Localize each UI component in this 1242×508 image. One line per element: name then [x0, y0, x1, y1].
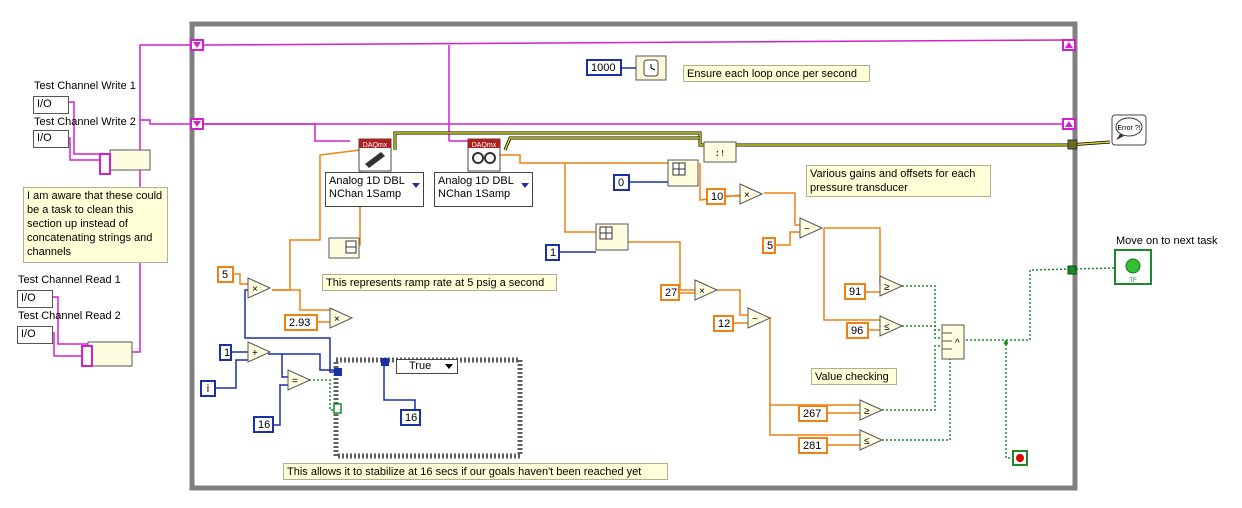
daqmx-write-mode-selector[interactable]: Analog 1D DBL NChan 1Samp — [325, 172, 424, 207]
comment-stabilize: This allows it to stabilize at 16 secs i… — [283, 463, 668, 480]
increment-constant[interactable]: 1 — [219, 344, 232, 361]
merge-errors-node[interactable]: :! — [703, 141, 737, 163]
daqmx-read-mode-selector[interactable]: Analog 1D DBL NChan 1Samp — [434, 172, 533, 207]
offset-0-constant[interactable]: 5 — [762, 237, 776, 254]
io-glyph-icon: I/O — [37, 132, 52, 144]
index-array-0[interactable] — [667, 159, 699, 187]
limit-hi-0-constant[interactable]: 91 — [844, 283, 866, 300]
arithmetic-functions[interactable] — [247, 183, 904, 451]
compound-and-node[interactable]: ^ — [941, 324, 965, 360]
limit-lo-1-constant[interactable]: 281 — [798, 437, 828, 454]
svg-text:TF: TF — [1129, 278, 1137, 284]
svg-text:×: × — [699, 286, 705, 297]
daqmx-read-icon[interactable] — [467, 138, 501, 172]
comment-ramp: This represents ramp rate at 5 psig a se… — [322, 274, 557, 291]
concat-strings-write[interactable] — [109, 149, 151, 171]
stop-terminal[interactable] — [1012, 450, 1028, 466]
while-loop-frame[interactable] — [189, 21, 1078, 491]
loop-iteration-terminal[interactable]: i — [200, 380, 216, 397]
ramp-mult-constant[interactable]: 2.93 — [284, 314, 318, 331]
svg-text:≤: ≤ — [884, 322, 890, 333]
svg-text:≥: ≥ — [864, 406, 870, 417]
wire-junction — [1004, 341, 1008, 345]
chevron-down-icon — [521, 183, 529, 188]
read1-channel-control[interactable]: I/O — [17, 290, 53, 308]
limit-lo-0-constant[interactable]: 96 — [846, 322, 869, 339]
limit-hi-1-constant[interactable]: 267 — [798, 405, 828, 422]
svg-text:×: × — [744, 190, 750, 201]
arithmetic-symbols: × × + = × − × − ≥ ≤ ≥ ≤ — [252, 190, 890, 447]
io-glyph-icon: I/O — [21, 292, 36, 304]
daqmx-write-banner: DAQmx — [363, 142, 388, 149]
write2-channel-control[interactable]: I/O — [33, 130, 69, 148]
label-move-on: Move on to next task — [1116, 235, 1218, 247]
svg-text:×: × — [252, 284, 258, 295]
ramp-input-constant[interactable]: 5 — [217, 266, 234, 283]
write1-channel-control[interactable]: I/O — [33, 96, 69, 114]
gain-1-constant[interactable]: 27 — [660, 284, 680, 301]
svg-text:≥: ≥ — [884, 282, 890, 293]
case-constant[interactable]: 16 — [400, 409, 421, 426]
daqmx-read-banner: DAQmx — [472, 142, 497, 149]
chevron-down-icon — [445, 364, 453, 369]
index-array-1[interactable] — [595, 223, 629, 251]
svg-text:−: − — [752, 314, 758, 325]
svg-text:=: = — [292, 376, 298, 387]
label-write1: Test Channel Write 1 — [34, 80, 136, 92]
build-array-node[interactable] — [328, 237, 360, 259]
read2-channel-control[interactable]: I/O — [17, 326, 53, 344]
comment-loop-rate: Ensure each loop once per second — [683, 65, 870, 82]
wait-ms-function[interactable] — [635, 55, 667, 81]
chevron-down-icon — [412, 183, 420, 188]
concat-strings-read[interactable] — [87, 341, 133, 367]
comment-aware: I am aware that these could be a task to… — [23, 187, 168, 263]
shift-registers[interactable] — [190, 39, 1078, 414]
error-handler-label: Error ?! — [1117, 125, 1140, 132]
svg-text:^: ^ — [955, 338, 960, 349]
daqmx-read-mode-text: Analog 1D DBL NChan 1Samp — [438, 175, 514, 200]
integer-wires — [216, 181, 670, 426]
case-selector-value: True — [409, 360, 432, 372]
svg-text:≤: ≤ — [864, 436, 870, 447]
error-handler-icon[interactable] — [1111, 114, 1147, 146]
label-read1: Test Channel Read 1 — [18, 274, 121, 286]
move-on-indicator[interactable]: TF — [1114, 249, 1152, 285]
label-read2: Test Channel Read 2 — [18, 310, 121, 322]
comment-value-check: Value checking — [811, 368, 897, 385]
label-write2: Test Channel Write 2 — [34, 116, 136, 128]
svg-text:×: × — [334, 314, 340, 325]
string-to-channel-write[interactable] — [99, 153, 111, 175]
error-wires — [393, 131, 1111, 151]
wait-ms-constant[interactable]: 1000 — [586, 59, 622, 76]
case-selector[interactable]: True — [396, 359, 458, 374]
comment-gains: Various gains and offsets for each press… — [806, 165, 991, 197]
svg-text::!: :! — [715, 149, 726, 159]
io-glyph-icon: I/O — [21, 328, 36, 340]
index-1-constant[interactable]: 1 — [545, 244, 560, 261]
svg-text:−: − — [804, 224, 810, 235]
daqmx-write-icon[interactable] — [358, 138, 392, 172]
svg-text:+: + — [252, 348, 258, 359]
index-0-constant[interactable]: 0 — [613, 174, 630, 191]
string-to-channel-read[interactable] — [81, 345, 93, 367]
stabilize-constant[interactable]: 16 — [253, 416, 274, 433]
io-glyph-icon: I/O — [37, 98, 52, 110]
case-structure-frame[interactable] — [333, 357, 523, 459]
gain-0-constant[interactable]: 10 — [706, 188, 726, 205]
offset-1-constant[interactable]: 12 — [713, 315, 734, 332]
daqmx-write-mode-text: Analog 1D DBL NChan 1Samp — [329, 175, 405, 200]
